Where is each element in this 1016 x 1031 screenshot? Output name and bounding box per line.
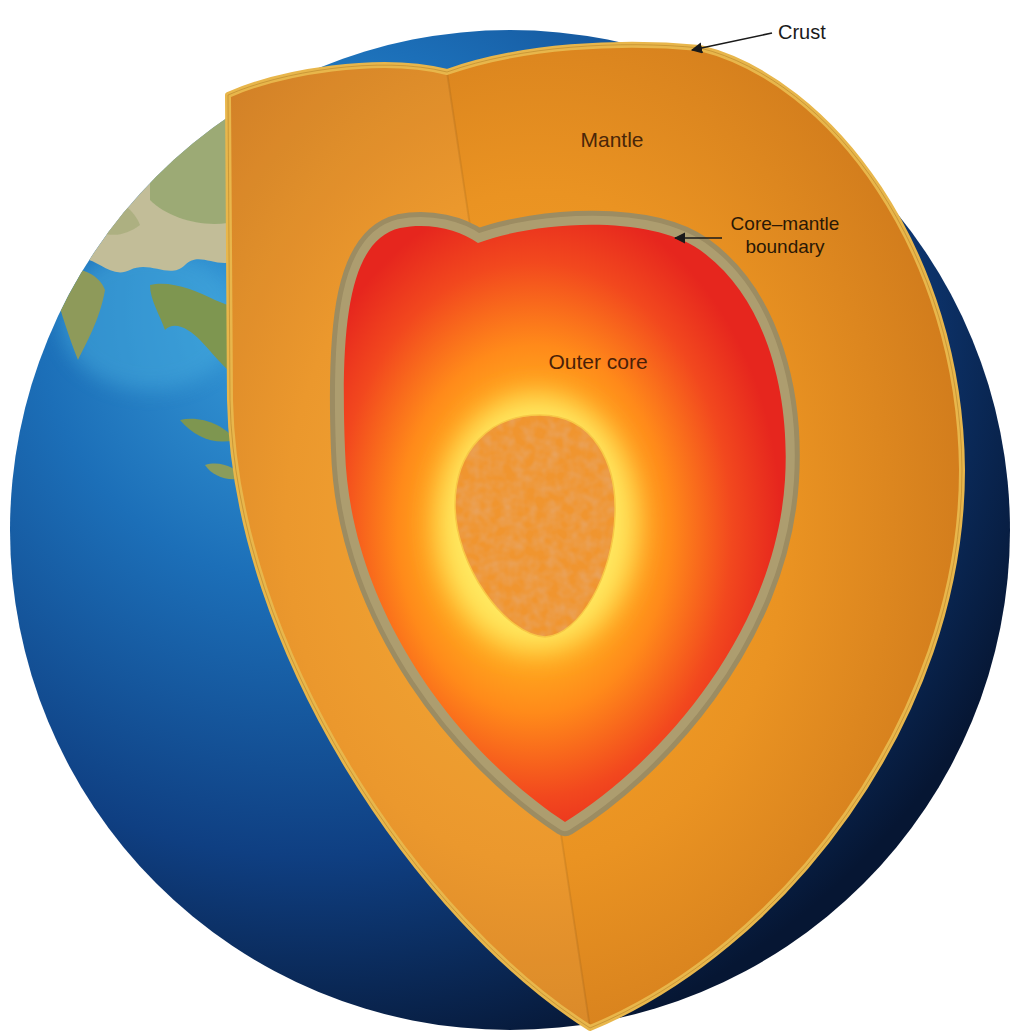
boundary-band-highlight (344, 225, 786, 822)
mantle-face (228, 45, 962, 1028)
land (55, 50, 242, 479)
inner-core-texture (455, 415, 615, 637)
globe (10, 30, 1010, 1030)
crust-label: Crust (778, 20, 826, 44)
outer-core-fill (344, 225, 786, 822)
boundary-leader (675, 237, 722, 239)
crust-band (228, 45, 962, 1028)
mantle-region: MantleOuter core (228, 40, 963, 1030)
outer-core-region: Outer core (325, 205, 805, 840)
crust-leader (692, 33, 772, 50)
crust-edge (228, 45, 962, 1028)
inner-core-glow (437, 395, 637, 651)
inner-core-rim (455, 415, 615, 637)
outer-core-region-outline (325, 205, 805, 840)
core-mantle-boundary-band (344, 225, 786, 822)
inner-core (455, 415, 615, 637)
region-label: Outer core (548, 349, 647, 374)
region-label: Mantle (580, 127, 643, 152)
boundary-label: Core–mantle boundary (722, 213, 848, 259)
